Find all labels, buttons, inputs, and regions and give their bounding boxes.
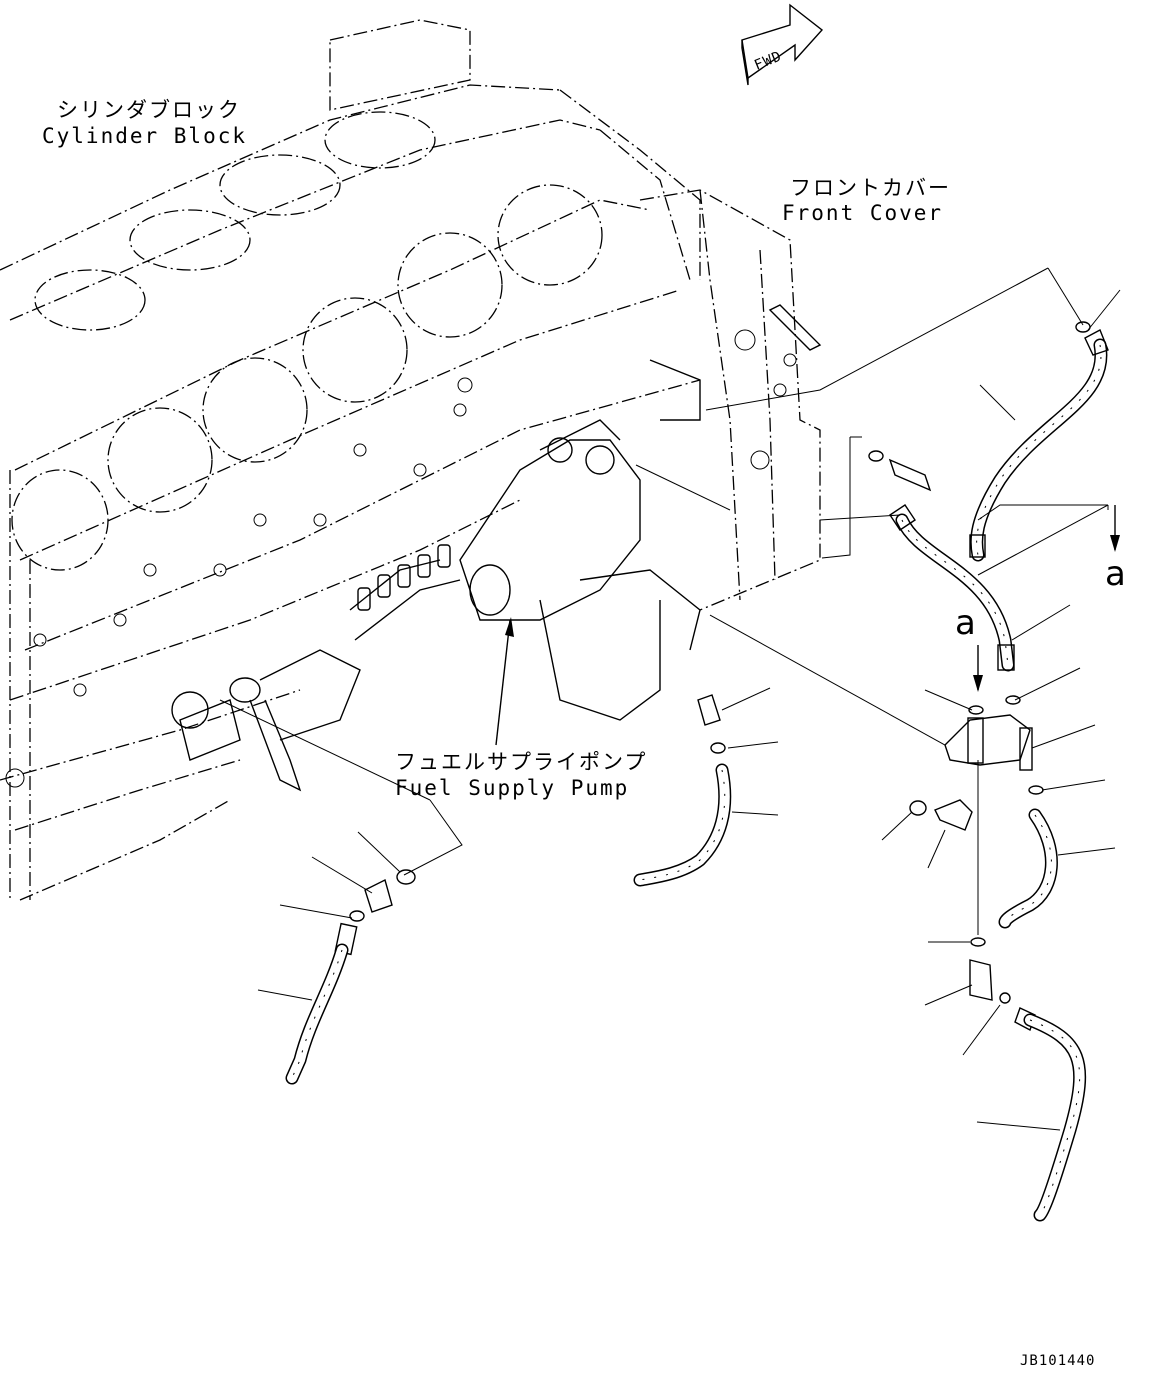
upper-hose — [969, 321, 1109, 562]
cover-connector — [868, 450, 932, 492]
leader-lines — [219, 267, 1121, 1131]
front-cover-label-jp: フロントカバー — [790, 176, 951, 200]
front-cover-label-en: Front Cover — [782, 201, 943, 225]
view-a-label-top: a — [1105, 554, 1126, 594]
lower-right-hose — [1023, 1013, 1087, 1222]
junction-block — [909, 695, 1044, 1032]
cylinder-block — [0, 19, 701, 901]
front-cover — [639, 189, 822, 611]
view-a-arrows — [495, 505, 1120, 746]
cylinder-block-label-en: Cylinder Block — [42, 124, 247, 148]
left-hose — [285, 869, 416, 1085]
fwd-arrow-icon: FWD — [741, 3, 824, 86]
fwd-label: FWD — [752, 48, 784, 73]
fuel-supply-pump — [171, 419, 701, 792]
view-a-label-bottom: a — [955, 603, 976, 643]
fuel-pump-label-jp: フュエルサプライポンプ — [395, 750, 647, 774]
cylinder-block-label-jp: シリンダブロック — [57, 98, 241, 122]
center-hose — [633, 694, 732, 887]
fuel-pump-label-en: Fuel Supply Pump — [395, 776, 629, 800]
middle-hose — [889, 504, 1015, 672]
figure-code: JB101440 — [1020, 1353, 1095, 1369]
junction-right-hose — [998, 808, 1058, 929]
